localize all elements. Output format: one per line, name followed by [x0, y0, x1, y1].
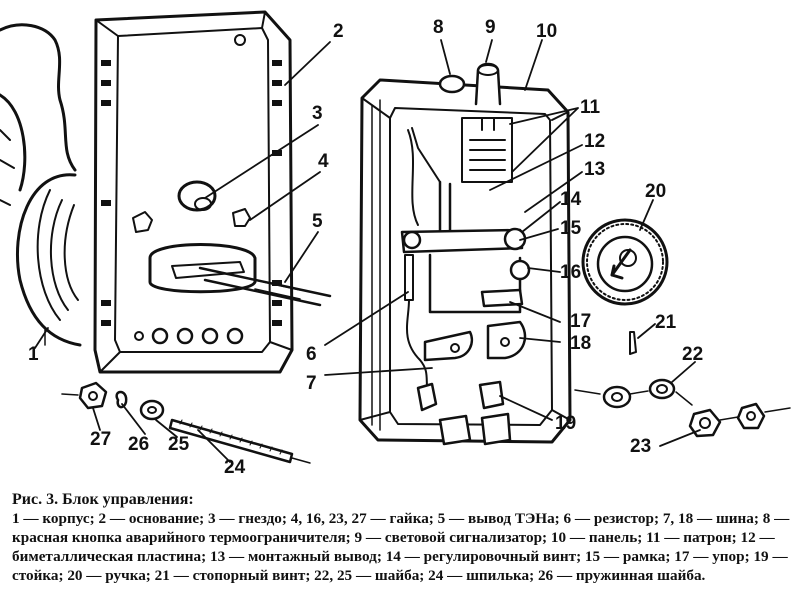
left-hardware	[61, 381, 311, 464]
callout-21: 21	[655, 312, 677, 333]
control-unit-exploded-diagram	[0, 10, 791, 464]
callout-23: 23	[630, 436, 652, 457]
callout-27: 27	[90, 429, 112, 450]
leader-lines	[34, 39, 701, 463]
callout-9: 9	[485, 17, 496, 38]
callout-16: 16	[560, 262, 582, 283]
callout-10: 10	[536, 21, 558, 42]
callout-6: 6	[306, 344, 317, 365]
callout-24: 24	[224, 457, 246, 478]
callout-2: 2	[333, 21, 344, 42]
caption-body: 1 — корпус; 2 — основание; 3 — гнездо; 4…	[12, 510, 790, 584]
callout-18: 18	[570, 333, 592, 354]
callout-14: 14	[560, 189, 582, 210]
callout-12: 12	[584, 131, 606, 152]
knob	[581, 218, 669, 306]
callout-3: 3	[312, 103, 323, 124]
callout-22: 22	[682, 344, 704, 365]
callout-26: 26	[128, 434, 150, 455]
callout-15: 15	[560, 218, 582, 239]
caption-title: Рис. 3. Блок управления:	[12, 491, 194, 508]
base-box	[93, 10, 332, 374]
callout-1: 1	[28, 344, 39, 365]
callout-19: 19	[555, 413, 577, 434]
callout-8: 8	[433, 17, 444, 38]
callout-5: 5	[312, 211, 323, 232]
washers-and-nuts-right	[574, 378, 791, 438]
callout-11: 11	[580, 97, 601, 118]
callout-13: 13	[584, 159, 606, 180]
panel-box	[358, 62, 572, 446]
figure-caption: Рис. 3. Блок управления: 1 — корпус; 2 —…	[12, 490, 797, 585]
callout-25: 25	[168, 434, 190, 455]
lock-screw	[629, 331, 637, 355]
callout-17: 17	[570, 311, 592, 332]
callout-20: 20	[645, 181, 667, 202]
callout-4: 4	[318, 151, 329, 172]
callout-7: 7	[306, 373, 317, 394]
housing-body	[0, 23, 82, 347]
